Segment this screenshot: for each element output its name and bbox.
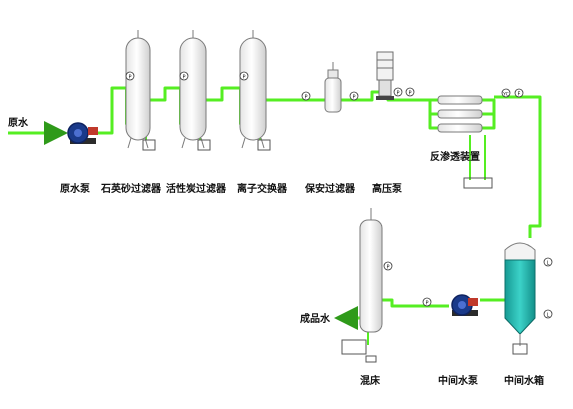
high-pressure-pump-label: 高压泵 [372, 182, 403, 195]
pump-to-mixed-bed-pipe [380, 298, 449, 308]
security-filter-label: 保安过滤器 [304, 182, 356, 195]
ro-outlet-manifold [482, 98, 496, 130]
high-pressure-pump-icon: P P [376, 51, 415, 100]
sand-to-carbon-pipe [150, 86, 180, 102]
raw-water-pump-label: 原水泵 [60, 182, 91, 195]
product-water-label: 成品水 [300, 312, 331, 325]
svg-text:L: L [547, 261, 550, 267]
svg-text:P: P [352, 95, 355, 101]
reverse-osmosis-unit-label: 反渗透装置 [430, 150, 480, 163]
quartz-sand-filter-icon: P [125, 30, 156, 151]
activated-carbon-filter-icon: P [179, 30, 211, 151]
svg-text:P: P [128, 75, 131, 81]
ion-exchanger-icon: P [239, 30, 271, 151]
ion-exchanger-label: 离子交换器 [237, 182, 288, 195]
reverse-osmosis-unit-icon: YC F [437, 88, 524, 189]
mixed-bed-icon: P [341, 208, 393, 363]
svg-text:P: P [425, 301, 428, 307]
security-filter-icon: P P [301, 62, 359, 113]
quartz-sand-filter-label: 石英砂过滤器 [100, 182, 162, 195]
carbon-to-ion-pipe [206, 86, 240, 102]
ro-drain-pipe [469, 135, 486, 180]
ro-inlet-manifold [428, 98, 438, 130]
ro-to-tank-pipe [494, 95, 542, 238]
svg-text:F: F [518, 92, 521, 98]
svg-text:L: L [547, 313, 550, 319]
intermediate-water-tank-icon: L L [504, 242, 553, 355]
pump-outlet-pipe [94, 86, 126, 135]
svg-text:YC: YC [502, 92, 509, 98]
intermediate-water-tank-label: 中间水箱 [504, 374, 544, 387]
svg-text:P: P [408, 91, 411, 97]
svg-text:P: P [182, 75, 185, 81]
svg-text:P: P [242, 75, 245, 81]
intermediate-water-pump-icon: P [422, 294, 478, 316]
raw-water-label: 原水 [8, 116, 29, 129]
svg-text:P: P [396, 91, 399, 97]
mixed-bed-label: 混床 [360, 374, 381, 387]
svg-text:P: P [304, 95, 307, 101]
raw-water-pump-icon [67, 122, 98, 144]
svg-text:P: P [386, 265, 389, 271]
activated-carbon-filter-label: 活性炭过滤器 [166, 182, 227, 195]
intermediate-water-pump-label: 中间水泵 [438, 374, 479, 387]
